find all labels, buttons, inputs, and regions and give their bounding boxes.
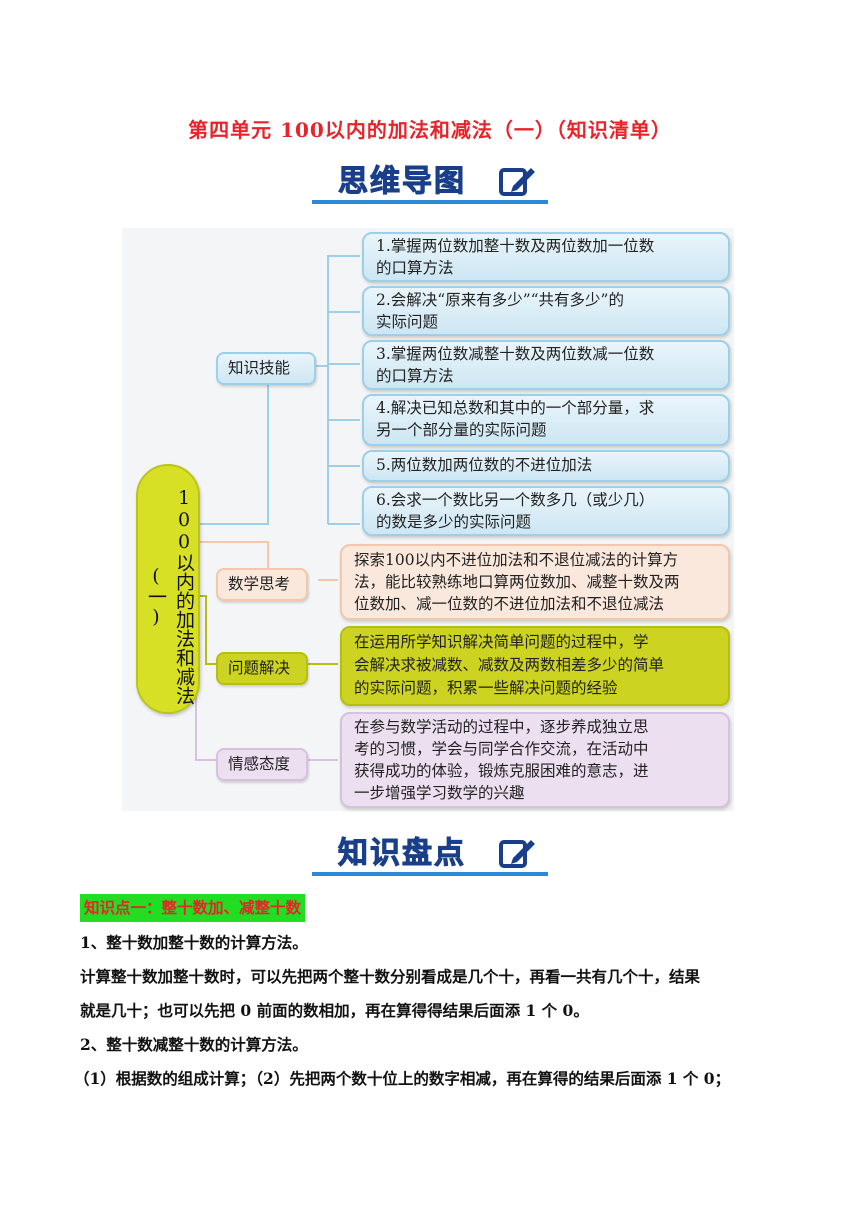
section-heading-1: 1、整十数加整十数的计算方法。: [80, 933, 308, 952]
thinking-content: 探索100以内不进位加法和不退位减法的计算方法，能比较熟练地口算两位数加、减整十…: [340, 544, 730, 620]
skill-item-3: 3.掌握两位数减整十数及两位数减一位数的口算方法: [362, 340, 730, 390]
category-problem-solving: 问题解决: [216, 652, 308, 685]
paragraph-1-line-1: 计算整十数加整十数时，可以先把两个整十数分别看成是几个十，再看一共有几个十，结果: [80, 967, 701, 986]
edit-icon: [499, 840, 535, 868]
mind-map: 100以内的加法和减法(一) 知识技能 数学思考 问题解决 情感态度 1.掌握两…: [122, 228, 734, 811]
category-attitude: 情感态度: [216, 748, 308, 781]
skill-item-1: 1.掌握两位数加整十数及两位数加一位数的口算方法: [362, 232, 730, 282]
knowledge-banner-text: 知识盘点: [338, 836, 466, 872]
mindmap-banner: 思维导图: [312, 162, 548, 210]
root-label: 100以内的加法和减法(一): [145, 487, 195, 705]
category-thinking: 数学思考: [216, 568, 308, 601]
skill-item-2: 2.会解决“原来有多少”“共有多少”的实际问题: [362, 286, 730, 336]
paragraph-2: （1）根据数的组成计算；（2）先把两个数十位上的数字相减，再在算得的结果后面添 …: [74, 1069, 731, 1088]
mindmap-banner-text: 思维导图: [338, 164, 466, 200]
skill-item-4: 4.解决已知总数和其中的一个部分量，求另一个部分量的实际问题: [362, 394, 730, 446]
knowledge-point-title: 知识点一：整十数加、减整十数: [80, 894, 306, 922]
paragraph-1-line-2: 就是几十；也可以先把 0 前面的数相加，再在算得得结果后面添 1 个 0。: [80, 1001, 589, 1020]
document-title: 第四单元 100以内的加法和减法（一）（知识清单）: [188, 118, 672, 142]
mindmap-root: 100以内的加法和减法(一): [136, 464, 200, 714]
category-skills: 知识技能: [216, 352, 316, 385]
mindmap-banner-underline: [312, 200, 548, 204]
attitude-content: 在参与数学活动的过程中，逐步养成独立思考的习惯，学会与同学合作交流，在活动中获得…: [340, 712, 730, 808]
knowledge-banner: 知识盘点: [312, 834, 548, 882]
knowledge-banner-underline: [312, 872, 548, 876]
skill-item-6: 6.会求一个数比另一个数多几（或少几）的数是多少的实际问题: [362, 486, 730, 536]
edit-icon: [499, 168, 535, 196]
section-heading-2: 2、整十数减整十数的计算方法。: [80, 1035, 308, 1054]
mindmap-connectors: [192, 255, 360, 761]
skill-item-5: 5.两位数加两位数的不进位加法: [362, 450, 730, 482]
problem-solving-content: 在运用所学知识解决简单问题的过程中，学会解决求被减数、减数及两数相差多少的简单的…: [340, 626, 730, 706]
